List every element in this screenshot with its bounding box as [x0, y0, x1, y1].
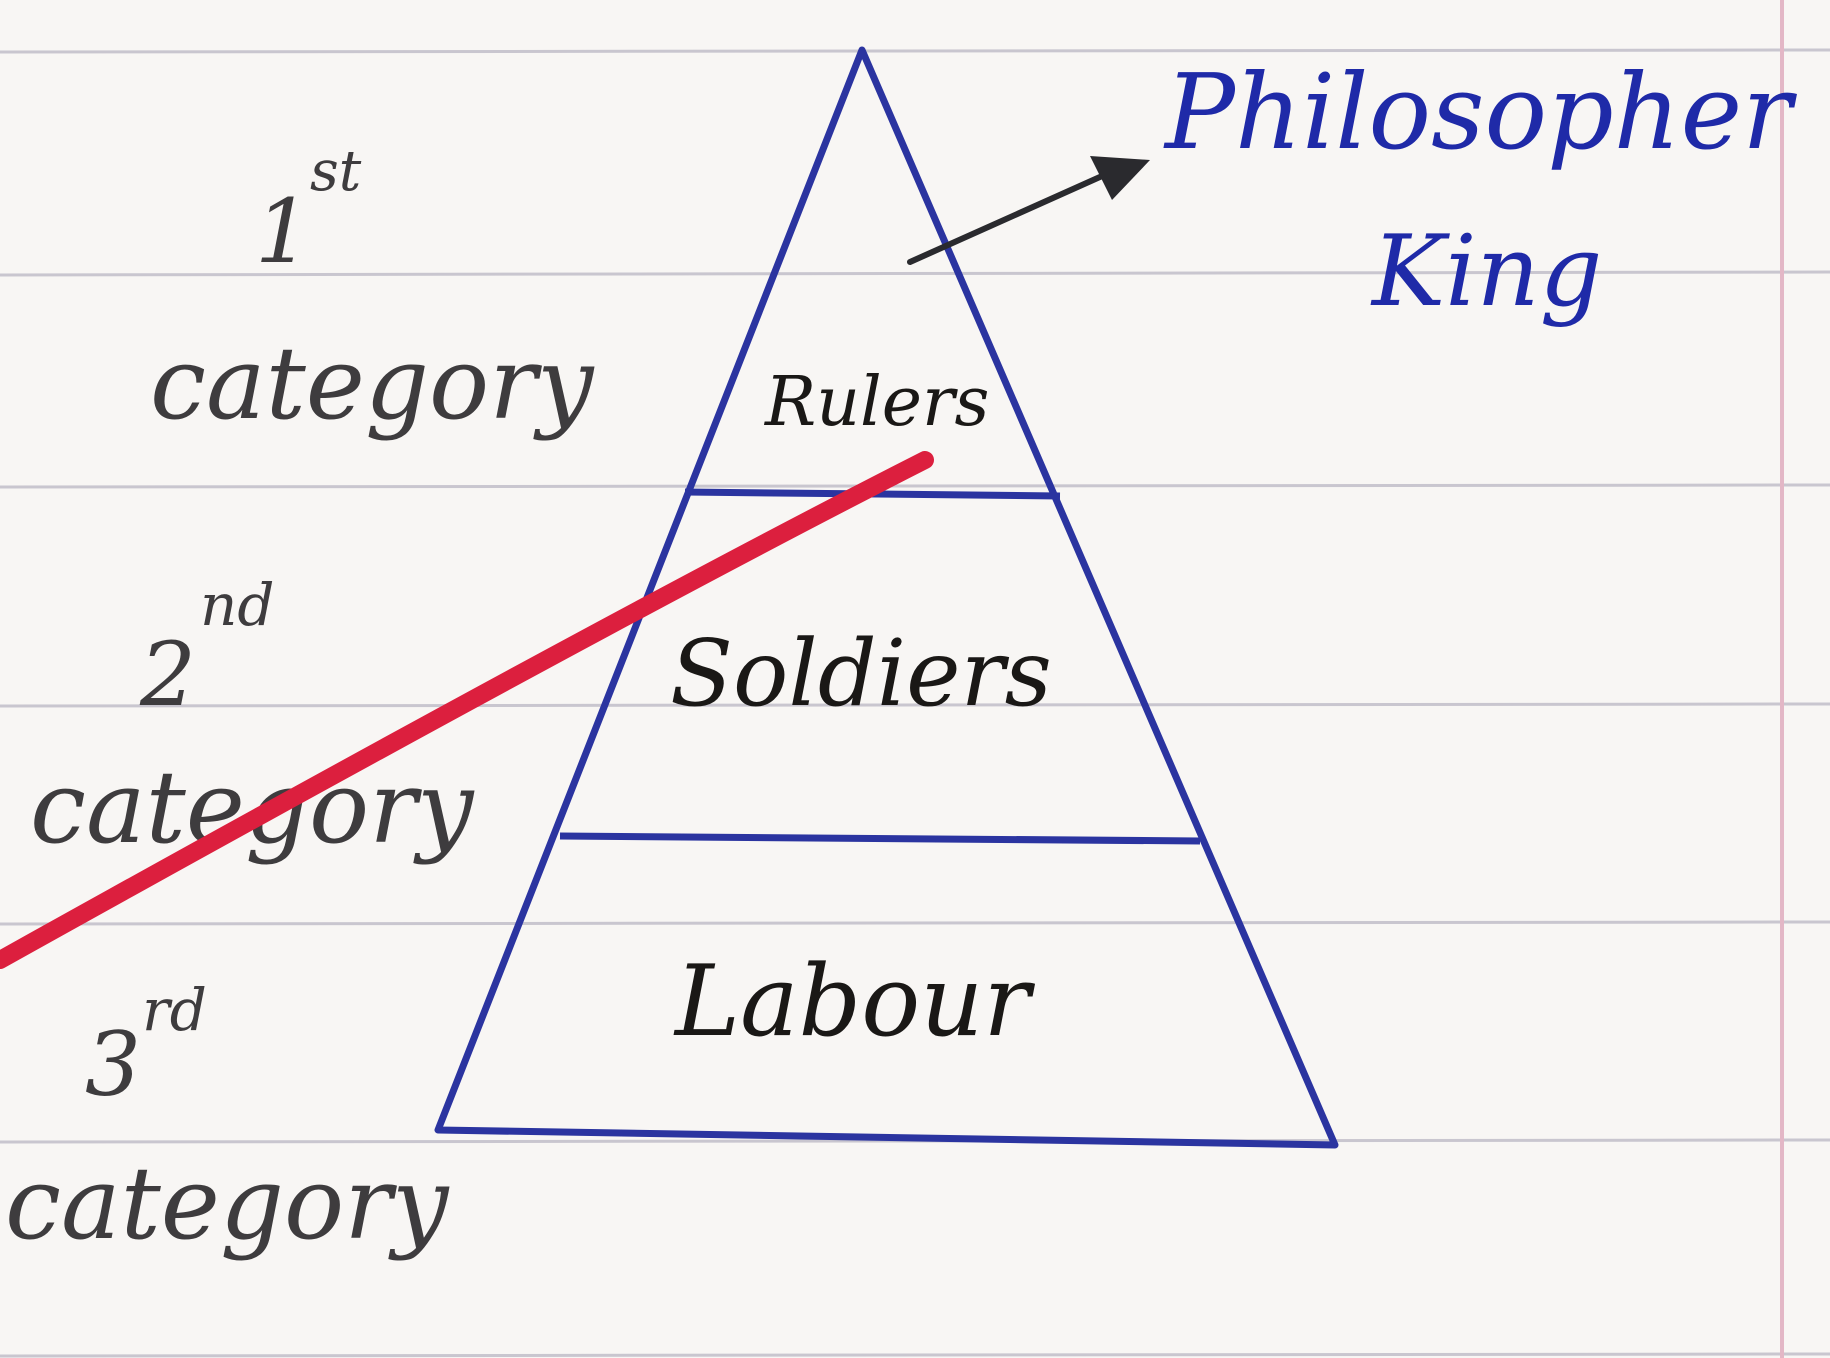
category-1-suffix: st [310, 139, 362, 204]
arrow-icon [907, 156, 1150, 265]
ruled-line [0, 702, 1830, 708]
category-2-suffix: nd [200, 571, 274, 639]
category-3-suffix: rd [142, 976, 207, 1044]
category-1-word: category [150, 325, 595, 442]
tier-label-soldiers: Soldiers [670, 620, 1052, 727]
ruled-line [0, 1352, 1830, 1358]
tier-label-labour: Labour [673, 945, 1035, 1059]
ruled-line [0, 48, 1830, 54]
category-2-ordinal: 2 [139, 623, 196, 726]
ruled-line [0, 920, 1830, 926]
tier-label-rulers: Rulers [763, 363, 989, 442]
ruled-line [0, 483, 1830, 489]
tier-divider-lower [559, 832, 1201, 845]
ruled-line [0, 270, 1830, 277]
category-2-word: category [30, 749, 475, 866]
category-3-ordinal: 3 [85, 1013, 141, 1116]
category-3-word: category [5, 1145, 450, 1262]
annotation-line-1: Philosopher [1163, 51, 1797, 173]
category-1-ordinal: 1 [255, 180, 311, 283]
pyramid-outline [434, 46, 1339, 1149]
annotation-line-2: King [1370, 215, 1602, 329]
red-overlay-stroke [0, 451, 934, 969]
